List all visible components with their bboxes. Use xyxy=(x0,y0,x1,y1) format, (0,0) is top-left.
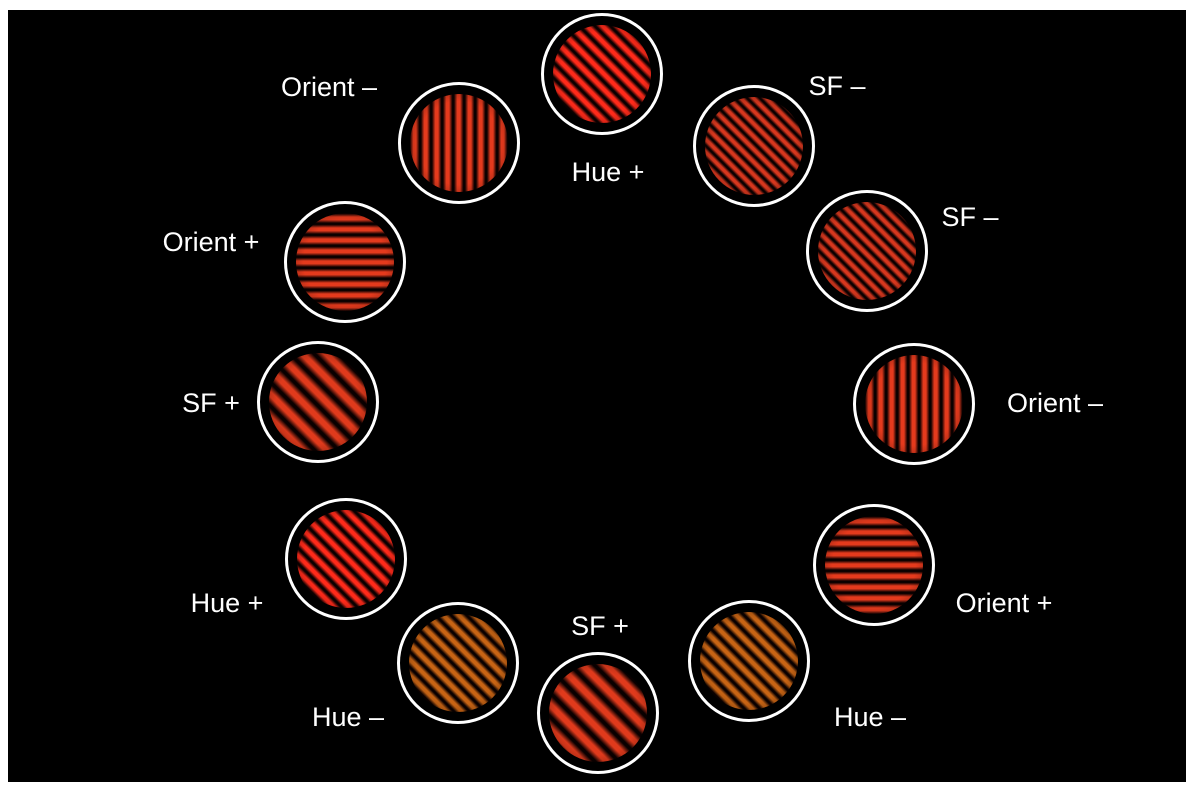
stimulus-diagram: Hue + SF – SF – Orient – Orient + Hue – … xyxy=(8,10,1186,782)
stimulus-label-top-right-2: SF – xyxy=(941,202,999,232)
grating-pattern xyxy=(410,94,508,192)
grating-stimulus-bottom-left-1 xyxy=(285,498,407,620)
grating-pattern xyxy=(865,355,963,453)
grating-pattern xyxy=(296,213,394,311)
grating-pattern xyxy=(269,353,367,451)
stimulus-label-bottom-right-2: Hue – xyxy=(833,702,907,732)
grating-pattern xyxy=(825,516,923,614)
grating-stimulus-top-right-1 xyxy=(693,85,815,207)
grating-pattern xyxy=(549,664,647,762)
stimulus-label-right: Orient – xyxy=(1006,388,1104,418)
grating-stimulus-bottom xyxy=(537,652,659,774)
stimulus-label-bottom-left-1: Hue + xyxy=(190,588,264,618)
grating-stimulus-bottom-right-2 xyxy=(688,600,810,722)
grating-stimulus-left xyxy=(257,341,379,463)
stimulus-label-bottom-left-2: Hue – xyxy=(311,702,385,732)
grating-stimulus-top-right-2 xyxy=(806,190,928,312)
stimulus-label-top-right-1: SF – xyxy=(808,71,866,101)
stimulus-label-top: Hue + xyxy=(571,157,645,187)
grating-pattern xyxy=(700,612,798,710)
stimulus-label-bottom: SF + xyxy=(571,611,629,641)
grating-stimulus-top-left-1 xyxy=(398,82,520,204)
grating-pattern xyxy=(409,614,507,712)
grating-pattern xyxy=(705,97,803,195)
grating-stimulus-top-left-2 xyxy=(284,201,406,323)
stimulus-label-left: SF + xyxy=(182,388,240,418)
stimulus-label-top-left-1: Orient – xyxy=(280,72,378,102)
grating-pattern xyxy=(818,202,916,300)
grating-pattern xyxy=(553,25,651,123)
grating-stimulus-right xyxy=(853,343,975,465)
grating-stimulus-top xyxy=(541,13,663,135)
stimulus-label-top-left-2: Orient + xyxy=(162,227,260,257)
grating-pattern xyxy=(297,510,395,608)
grating-stimulus-bottom-left-2 xyxy=(397,602,519,724)
grating-stimulus-bottom-right-1 xyxy=(813,504,935,626)
stimulus-label-bottom-right-1: Orient + xyxy=(955,588,1053,618)
